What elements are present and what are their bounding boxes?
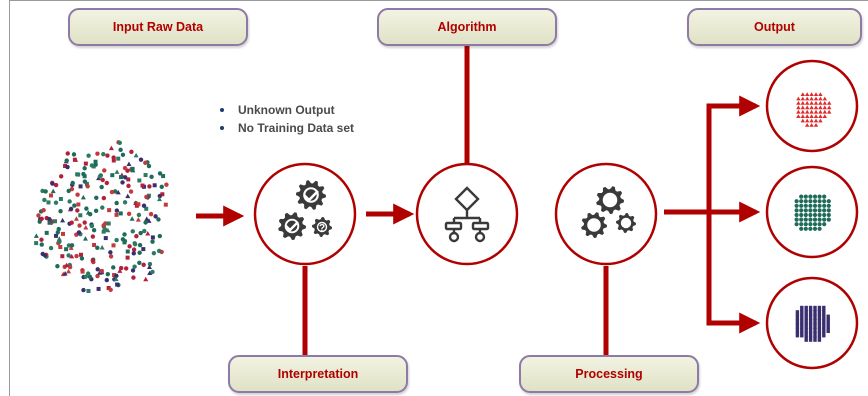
gears-icon <box>581 186 636 238</box>
processing-node <box>554 162 658 266</box>
input-raw-data-label: Input Raw Data <box>68 8 248 46</box>
output-cluster-2 <box>765 165 859 259</box>
interpretation-node: ? <box>253 162 357 266</box>
note-unknown-output: Unknown Output <box>218 101 354 119</box>
clustering-notes: Unknown Output No Training Data set <box>218 101 354 137</box>
algorithm-label: Algorithm <box>377 8 557 46</box>
gears-check-question-icon: ? <box>278 180 332 240</box>
input-data-scatter <box>33 140 169 293</box>
note-no-training-data: No Training Data set <box>218 119 354 137</box>
red-triangle-cluster-icon <box>796 92 832 127</box>
frame-top-border <box>9 0 868 1</box>
output-label: Output <box>687 8 862 46</box>
output-cluster-3 <box>765 276 859 370</box>
flowchart-icon <box>444 186 490 243</box>
interpretation-label: Interpretation <box>228 355 408 393</box>
frame-left-border <box>9 0 10 396</box>
algorithm-node <box>415 162 519 266</box>
processing-label: Processing <box>519 355 699 393</box>
svg-text:?: ? <box>319 223 325 234</box>
purple-square-cluster-icon <box>795 305 830 342</box>
output-cluster-1 <box>765 59 859 153</box>
green-dot-cluster-icon <box>794 194 831 231</box>
output-branch-arrows <box>664 95 761 334</box>
